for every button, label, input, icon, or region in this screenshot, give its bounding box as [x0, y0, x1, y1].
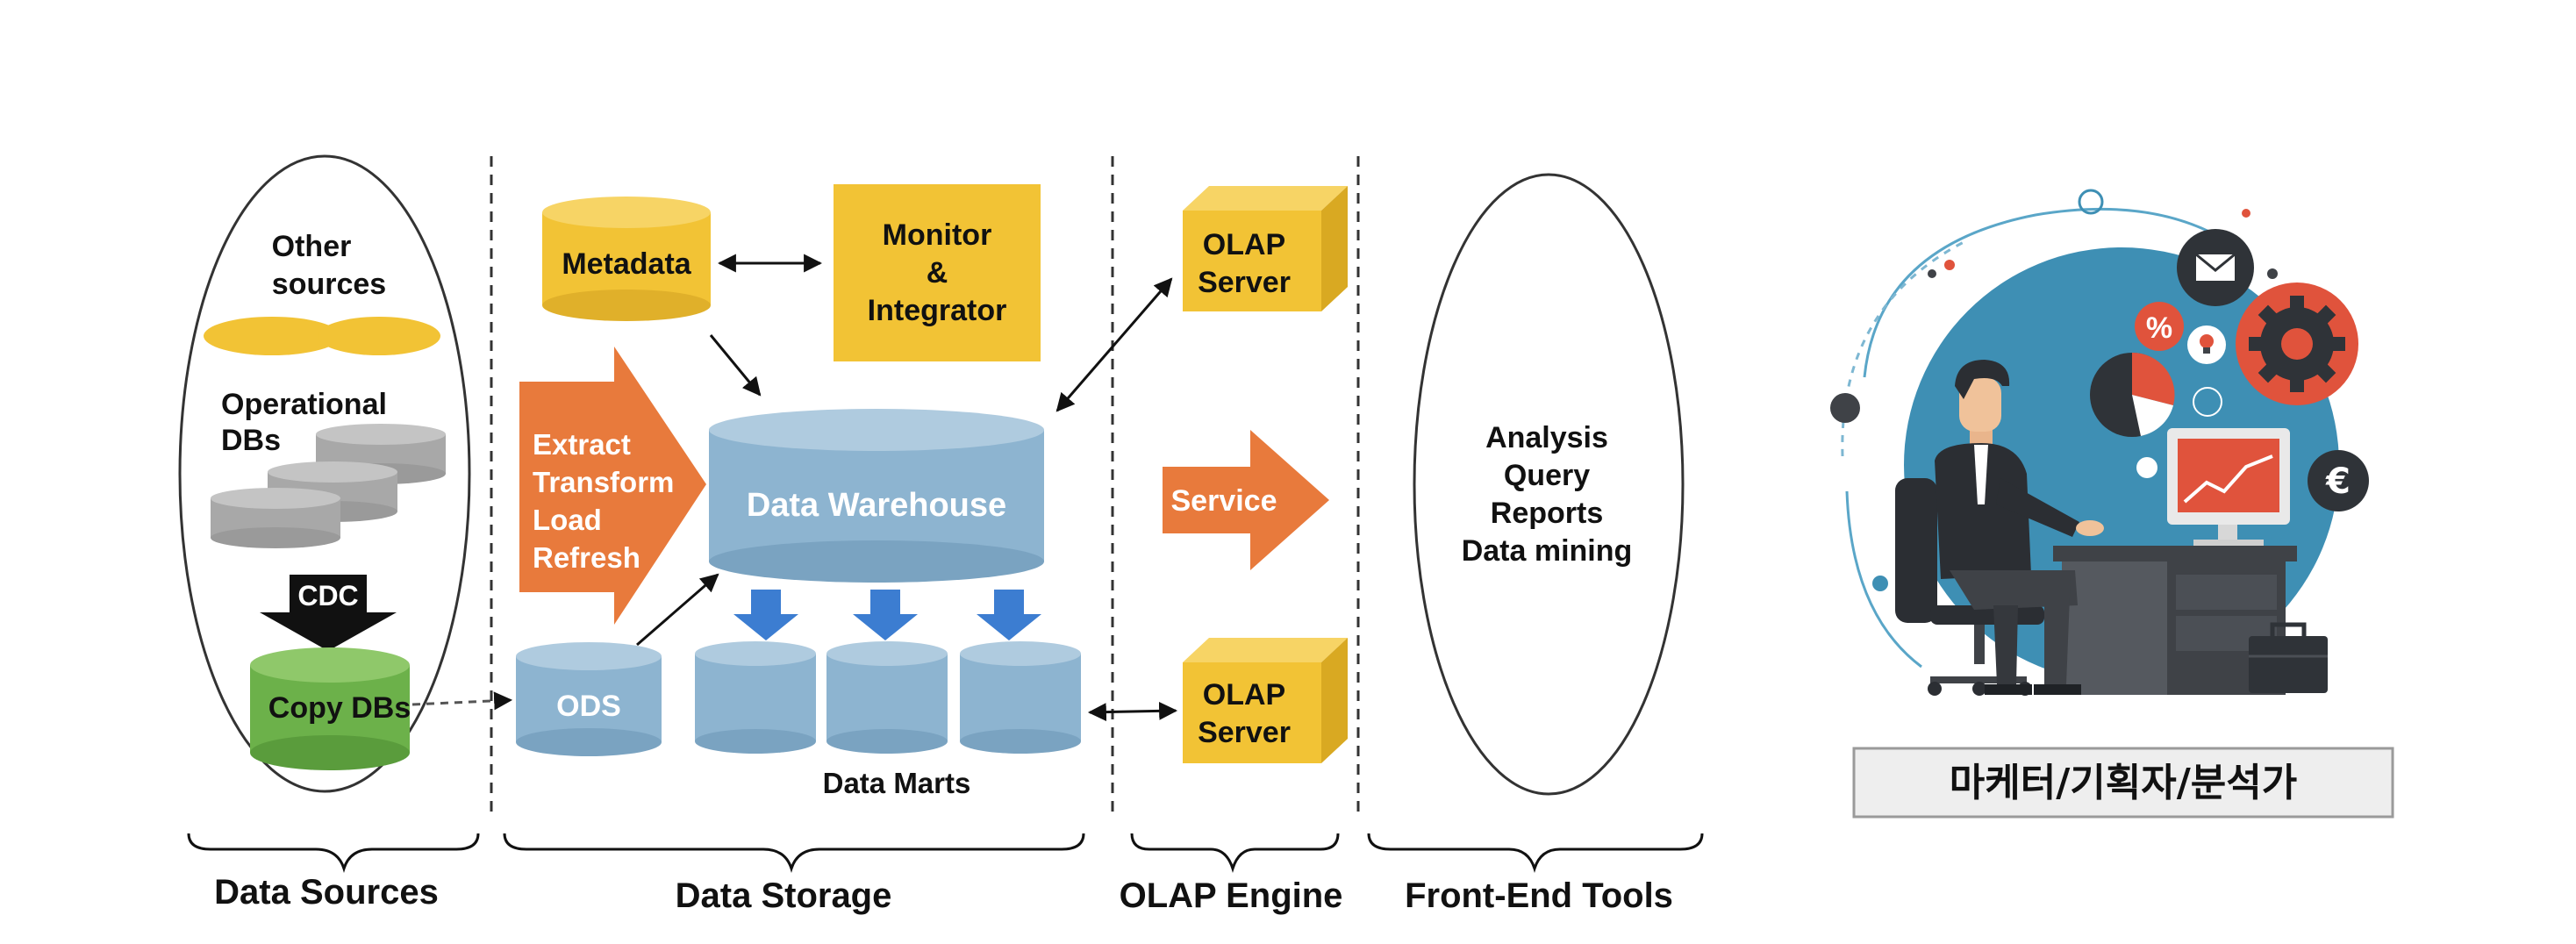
monitor-label-line2: & [927, 256, 948, 290]
pie-chart-icon [2090, 352, 2175, 437]
orbit-arc-dashed [1841, 240, 1966, 457]
data-warehouse-label: Data Warehouse [747, 487, 1006, 524]
frontend-analysis: Analysis [1485, 421, 1608, 454]
euro-icon: € [2325, 461, 2351, 502]
warehouse-olap-top-arrow [1055, 277, 1173, 412]
olap-server-bottom-label-line2: Server [1198, 716, 1291, 749]
briefcase-icon [2249, 622, 2328, 693]
ods-to-warehouse-arrow [636, 573, 719, 647]
data-marts-label: Data Marts [823, 767, 971, 799]
metadata-cylinder [542, 197, 711, 321]
section-label-front-end-tools: Front-End Tools [1405, 876, 1673, 915]
data-warehouse-cylinder [709, 409, 1044, 583]
dot-ring-top [2078, 189, 2104, 215]
monitor-integrator-box [834, 184, 1041, 361]
etl-arrow [519, 347, 706, 625]
data-sources-group: Other sources Operational DBs CDC Copy D… [178, 154, 471, 793]
etl-label-refresh: Refresh [533, 541, 640, 574]
etl-label-extract: Extract [533, 428, 631, 461]
copy-dbs-cylinder [250, 647, 410, 770]
olap-server-bottom-cube [1183, 638, 1348, 763]
data-storage-group: Metadata Monitor & Integrator Extract Tr… [411, 184, 1081, 799]
dot-small-red-1 [1944, 260, 1955, 270]
analyst-illustration: % [1830, 189, 2394, 819]
role-caption-label: 마케터/기획자/분석가 [1950, 761, 2297, 805]
monitor-icon [2167, 428, 2290, 547]
frontend-query: Query [1504, 459, 1590, 492]
operational-dbs-label-line1: Operational [221, 388, 387, 421]
dot-dark-left [1830, 393, 1860, 423]
down-arrow-1 [733, 590, 798, 640]
front-end-ellipse [1413, 173, 1685, 796]
data-mart-2 [826, 641, 948, 754]
other-source-disk-2 [318, 317, 440, 355]
ods-label: ODS [556, 690, 621, 723]
gear-icon [2236, 282, 2358, 405]
other-sources-label-line1: Other [272, 230, 352, 263]
ods-cylinder [516, 642, 662, 756]
copy-dbs-label: Copy DBs [268, 691, 411, 725]
frontend-reports: Reports [1491, 497, 1603, 530]
dot-white-mid [2136, 457, 2157, 478]
brace-front-end [1367, 833, 1704, 873]
cdc-label: CDC [297, 580, 358, 611]
section-label-data-sources: Data Sources [214, 873, 439, 912]
dot-blue-left [1872, 576, 1888, 591]
operational-db-stack [211, 424, 446, 548]
brace-data-storage [503, 833, 1085, 873]
orbit-arc-lower [1845, 490, 1922, 669]
service-arrow [1163, 430, 1329, 570]
down-arrow-3 [977, 590, 1041, 640]
percent-bubble [2135, 302, 2184, 351]
down-arrow-2 [853, 590, 918, 640]
percent-icon: % [2146, 311, 2172, 345]
operational-dbs-label-line2: DBs [221, 424, 281, 457]
section-label-data-storage: Data Storage [676, 876, 892, 915]
service-label: Service [1171, 484, 1277, 518]
front-end-tools-group: Analysis Query Reports Data mining [1413, 173, 1685, 796]
olap-server-top-cube [1183, 186, 1348, 311]
lightbulb-icon [2200, 334, 2214, 354]
olap-server-bottom-label-line1: OLAP [1203, 678, 1285, 712]
euro-bubble [2308, 450, 2369, 511]
brace-olap-engine [1130, 833, 1340, 873]
dot-small-red-2 [2242, 209, 2250, 218]
olap-engine-group: OLAP Server Service OLAP Server [1055, 186, 1348, 763]
other-sources-label-line2: sources [272, 268, 386, 301]
role-caption-box [1852, 747, 2394, 819]
businessman-figure [1935, 360, 2104, 695]
etl-label-transform: Transform [533, 466, 674, 498]
olap-server-top-label-line2: Server [1198, 266, 1291, 299]
metadata-label: Metadata [562, 247, 691, 281]
dot-ring-mid [2193, 387, 2222, 417]
mail-icon [2195, 253, 2236, 281]
desk [2053, 546, 2297, 695]
metadata-to-warehouse-arrow [709, 334, 762, 397]
frontend-data-mining: Data mining [1462, 534, 1633, 568]
olap-server-top-label-line1: OLAP [1203, 228, 1285, 261]
brace-data-sources [187, 833, 480, 873]
etl-label-load: Load [533, 504, 602, 536]
dot-small-dark-2 [2267, 268, 2278, 279]
marts-olap-bottom-arrow [1087, 701, 1178, 722]
data-mart-1 [695, 641, 816, 754]
copydbs-to-ods-arrow [411, 691, 513, 711]
monitor-label-line3: Integrator [868, 294, 1007, 327]
data-mart-3 [960, 641, 1081, 754]
monitor-label-line1: Monitor [883, 218, 992, 252]
section-braces [187, 833, 1704, 873]
section-label-olap-engine: OLAP Engine [1120, 876, 1343, 915]
dot-small-dark-1 [1928, 269, 1936, 278]
other-source-disk-1 [204, 317, 340, 355]
cdc-arrow [260, 575, 397, 651]
data-sources-ellipse [178, 154, 471, 793]
